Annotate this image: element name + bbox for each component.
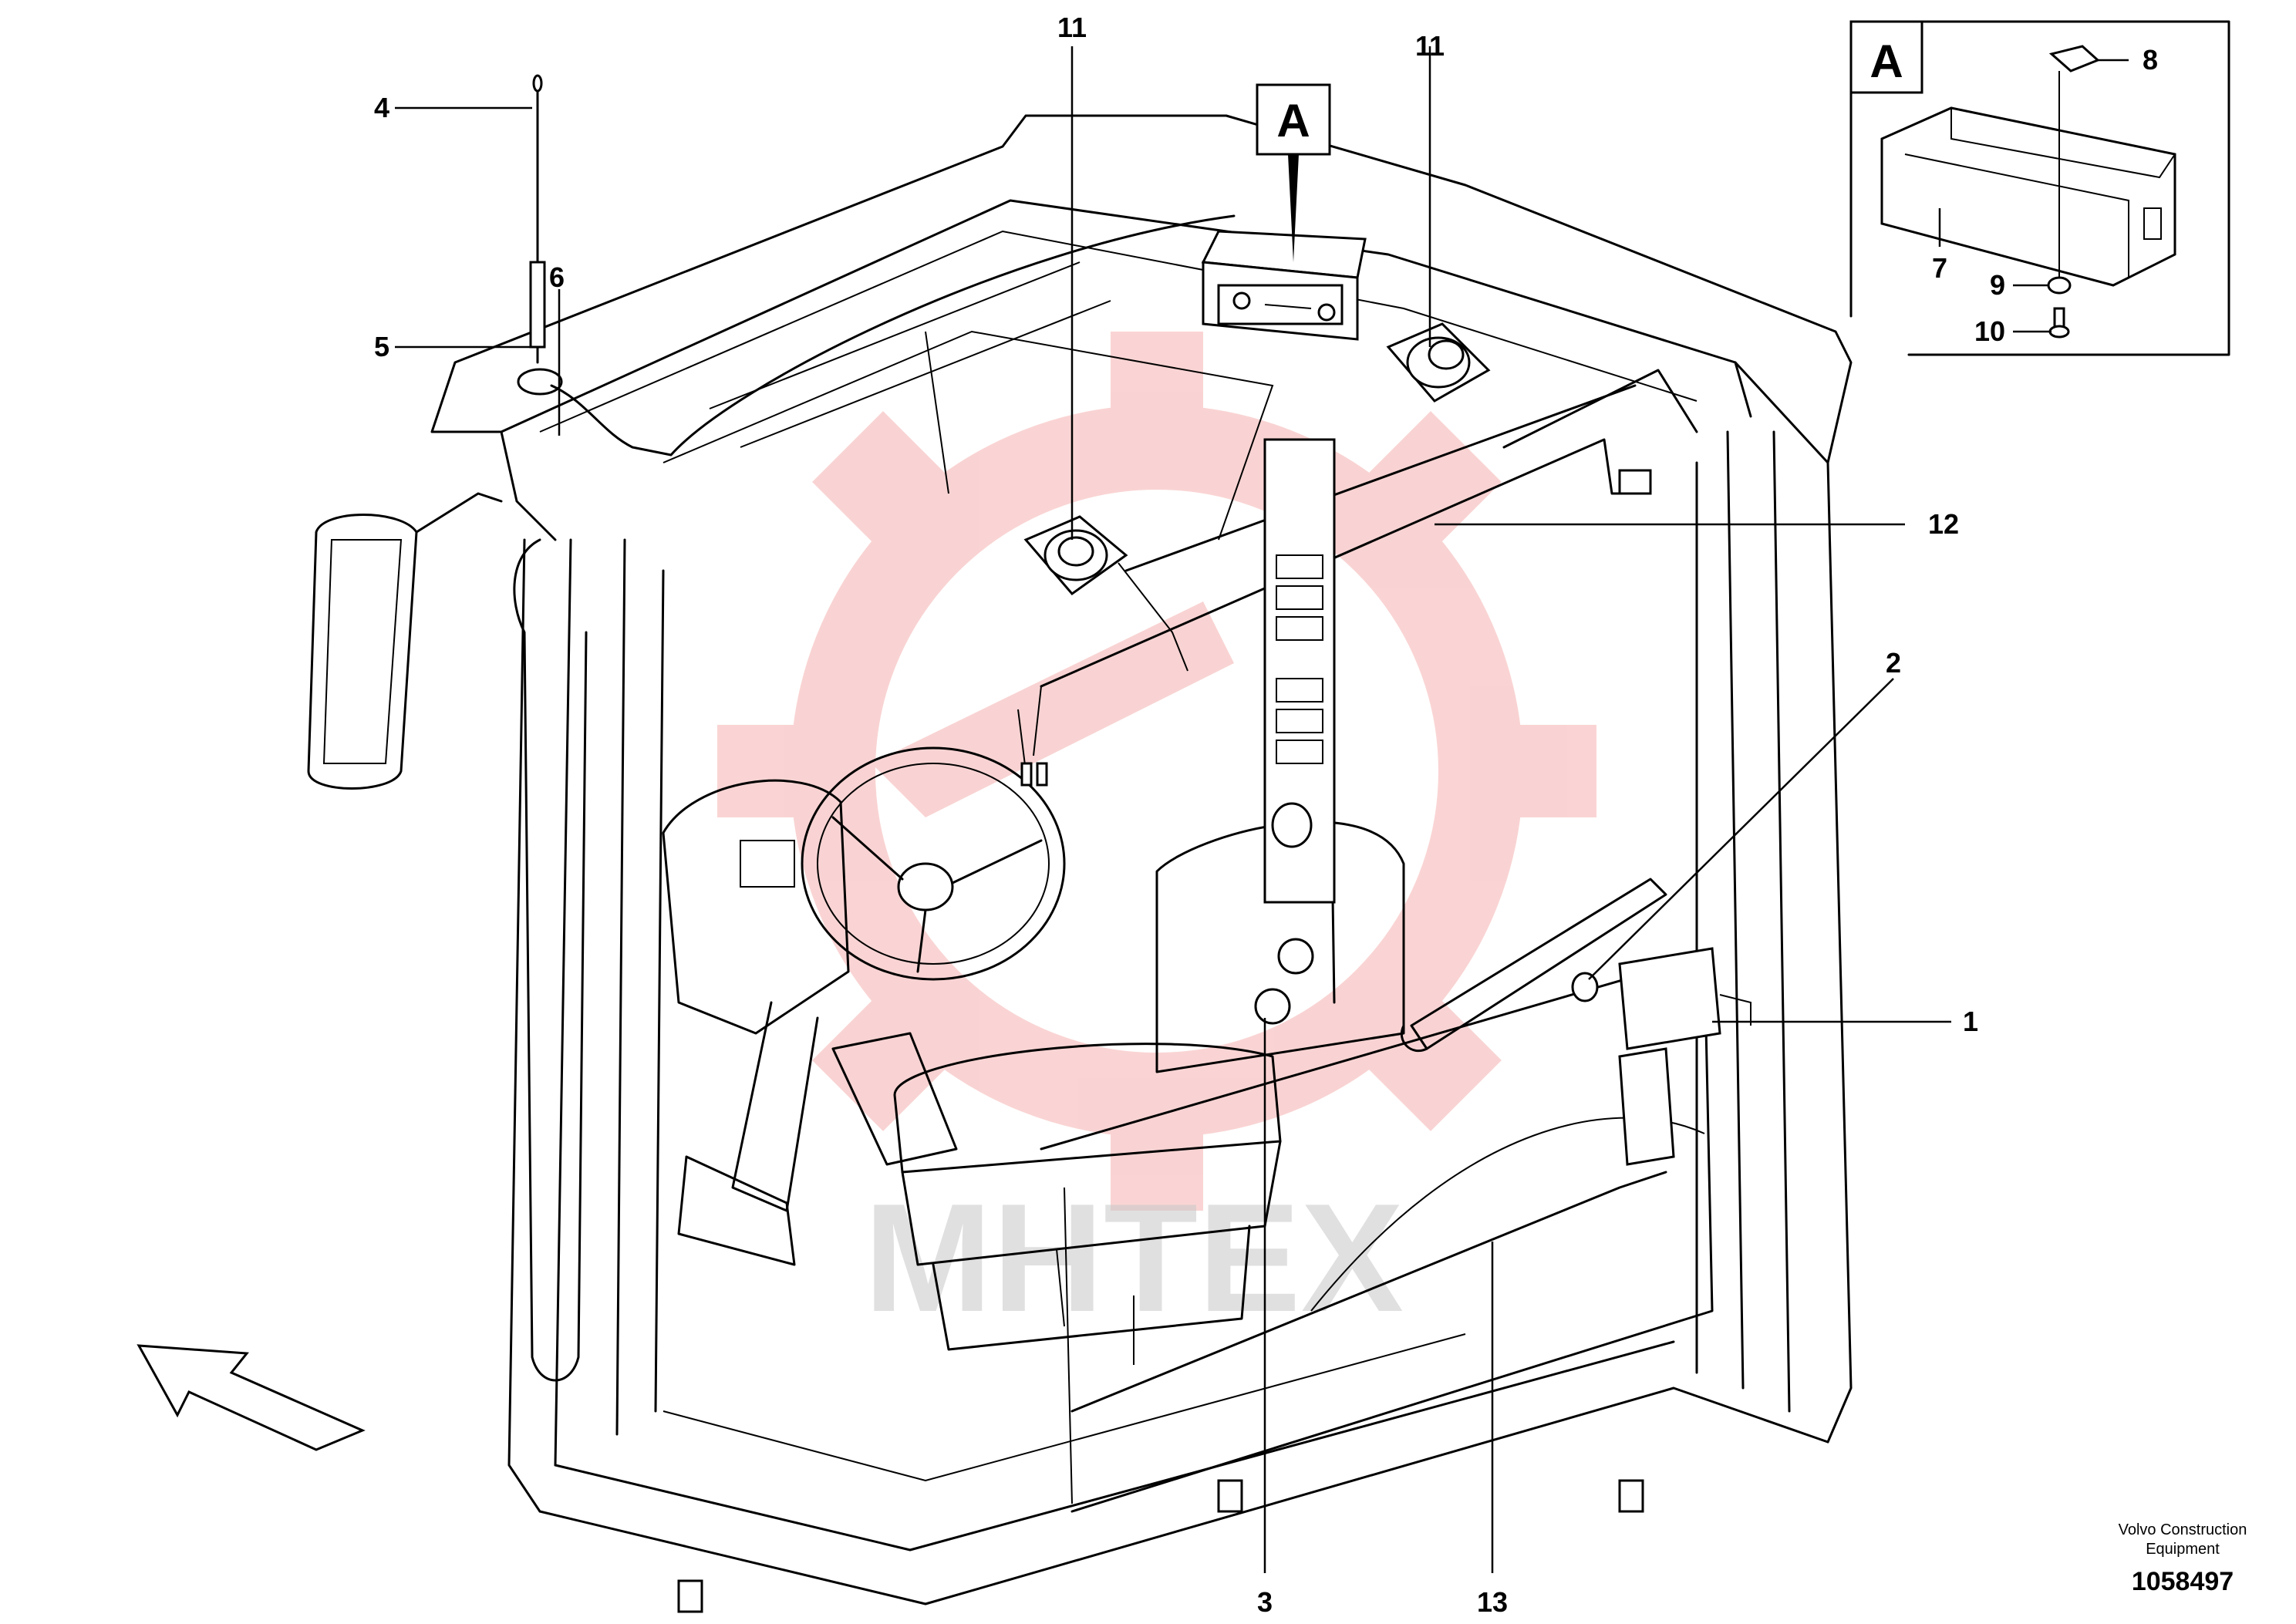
callout-11-left: 11 (1057, 12, 1087, 43)
rear-cable-13 (1056, 1171, 1667, 1413)
callout-5: 5 (374, 331, 389, 362)
leader-lines (395, 46, 1951, 1573)
callout-labels: 4 6 5 11 11 12 2 1 3 13 (374, 12, 1978, 1618)
callout-11-right: 11 (1415, 30, 1445, 62)
callout-6: 6 (549, 261, 565, 293)
callout-2: 2 (1886, 647, 1901, 679)
detail-marker-a: A (1256, 83, 1331, 262)
detail-marker-label: A (1276, 95, 1310, 147)
publisher-line-2: Equipment (2146, 1541, 2220, 1558)
speaker-right (1386, 322, 1491, 403)
callout-9: 9 (1990, 269, 2005, 301)
callout-7: 7 (1932, 252, 1947, 284)
detail-view-a: A 8 7 9 10 (1849, 20, 2230, 356)
title-block: Volvo Construction Equipment 1058497 (2119, 1521, 2247, 1596)
watermark-gear-logo (717, 332, 1596, 1211)
callout-8: 8 (2143, 44, 2158, 76)
callout-12: 12 (1928, 508, 1959, 540)
document-number: 1058497 (2132, 1567, 2234, 1596)
callout-1: 1 (1963, 1006, 1978, 1037)
callout-13: 13 (1477, 1586, 1508, 1618)
front-direction-arrow (137, 1344, 366, 1451)
radio-unit (1201, 230, 1367, 341)
detail-view-label: A (1870, 35, 1903, 87)
callout-4: 4 (374, 92, 389, 123)
callout-3: 3 (1257, 1586, 1273, 1618)
publisher-line-1: Volvo Construction (2119, 1521, 2247, 1538)
center-console-switches (1263, 438, 1336, 904)
rear-connector-unit (1571, 947, 1752, 1166)
callout-10: 10 (1974, 315, 2005, 347)
grommet-3 (1254, 938, 1314, 1025)
speaker-left (1023, 515, 1188, 672)
